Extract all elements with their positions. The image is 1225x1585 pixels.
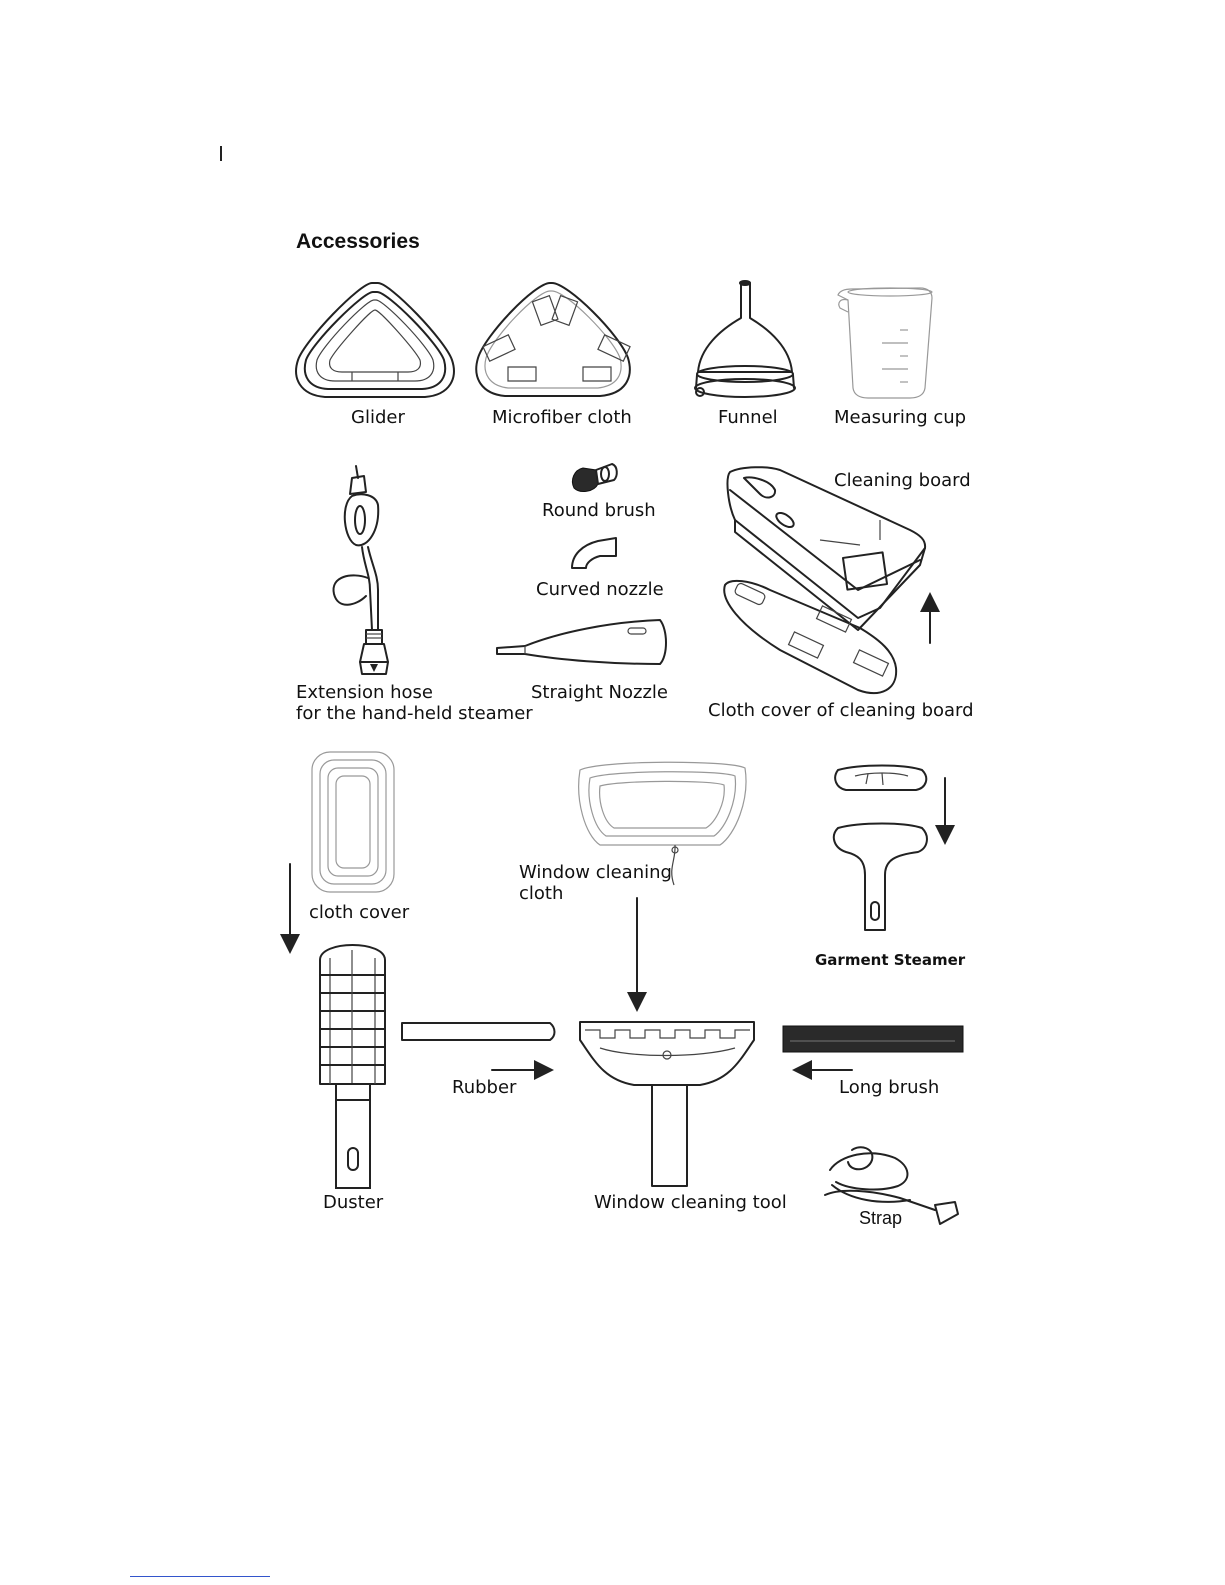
microfiber-cloth-icon	[476, 283, 630, 396]
footnote-rule	[130, 1576, 270, 1577]
long-brush-label: Long brush	[839, 1077, 939, 1098]
cloth-cover-label: cloth cover	[309, 902, 409, 923]
round-brush-label: Round brush	[542, 500, 656, 521]
rubber-icon	[402, 1023, 555, 1040]
measuring-cup-label: Measuring cup	[834, 407, 966, 428]
rubber-label: Rubber	[452, 1077, 516, 1098]
garment-steamer-icon	[834, 766, 927, 931]
long-brush-icon	[783, 1026, 963, 1052]
curved-nozzle-label: Curved nozzle	[536, 579, 664, 600]
duster-icon	[320, 945, 385, 1188]
cleaning-board-icon	[728, 467, 926, 630]
window-tool-icon	[580, 1022, 754, 1186]
cloth-cover-board-label: Cloth cover of cleaning board	[708, 700, 974, 721]
extension-hose-label: Extension hose	[296, 682, 433, 703]
glider-label: Glider	[351, 407, 405, 428]
round-brush-icon	[572, 464, 616, 491]
measuring-cup-icon	[838, 288, 932, 398]
window-cloth-label-line2: cloth	[519, 883, 563, 904]
window-cloth-label: Window cleaning	[519, 862, 672, 883]
duster-label: Duster	[323, 1192, 383, 1213]
curved-nozzle-icon	[572, 538, 616, 568]
cleaning-board-label: Cleaning board	[834, 470, 971, 491]
funnel-label: Funnel	[718, 407, 778, 428]
cloth-cover-board-icon	[724, 581, 896, 693]
garment-steamer-label: Garment Steamer	[815, 950, 965, 971]
window-cleaning-tool-label: Window cleaning tool	[594, 1192, 787, 1213]
strap-label: Strap	[859, 1208, 902, 1229]
funnel-icon	[695, 281, 795, 397]
straight-nozzle-icon	[497, 620, 666, 664]
straight-nozzle-label: Straight Nozzle	[531, 682, 668, 703]
cloth-cover-icon	[312, 752, 394, 892]
extension-hose-icon	[334, 466, 388, 674]
glider-icon	[296, 283, 454, 397]
extension-hose-label-line2: for the hand-held steamer	[296, 703, 533, 724]
microfiber-cloth-label: Microfiber cloth	[492, 407, 632, 428]
